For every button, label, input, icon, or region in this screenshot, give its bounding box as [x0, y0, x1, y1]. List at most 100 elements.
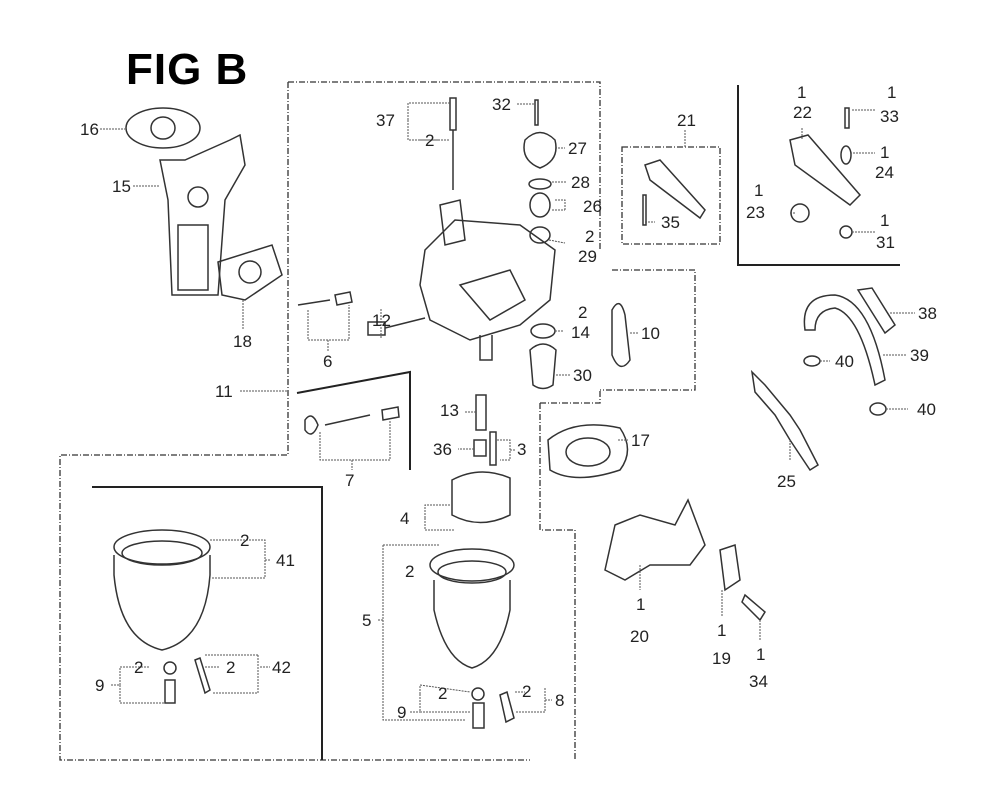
part-10-float-valve	[611, 302, 631, 368]
part-34-screw	[741, 593, 766, 622]
part-40-clip-a	[803, 355, 821, 367]
callout-34: 34	[749, 672, 768, 691]
group-frame-pilot	[296, 370, 411, 470]
callout-9-alt-qty: 2	[134, 658, 144, 677]
callout-8-qty: 2	[522, 682, 532, 701]
callout-35: 35	[661, 213, 680, 232]
callout-3: 3	[517, 440, 527, 459]
callout-33: 33	[880, 107, 899, 126]
callout-42: 42	[272, 658, 291, 677]
callout-38: 38	[918, 304, 937, 323]
callout-41: 41	[276, 551, 295, 570]
part-17-insulator-gasket	[547, 424, 629, 479]
callout-15: 15	[112, 177, 131, 196]
part-39-tube	[803, 294, 886, 387]
callout-28: 28	[571, 173, 590, 192]
part-6-screw-set	[297, 291, 353, 306]
callout-42-qty: 2	[226, 658, 236, 677]
part-24-washer	[840, 145, 852, 165]
part-11-carburetor-body	[419, 219, 556, 341]
callout-22-qty: 1	[797, 83, 807, 102]
part-5-float-bowl	[429, 548, 515, 582]
part-22-fuel-lever	[789, 134, 862, 206]
part-41-float-bowl	[113, 529, 211, 565]
part-19-clip	[719, 544, 741, 592]
part-3-needle	[489, 431, 497, 466]
figure-title: FIG B	[126, 45, 249, 94]
callout-40-lower: 40	[917, 400, 936, 419]
part-25-drain-tube	[750, 369, 819, 472]
callout-24-qty: 1	[880, 143, 890, 162]
callout-19: 19	[712, 649, 731, 668]
callout-5: 5	[362, 611, 372, 630]
callout-34-qty: 1	[756, 645, 766, 664]
callout-5-qty: 2	[405, 562, 415, 581]
callout-31: 31	[876, 233, 895, 252]
callout-19-qty: 1	[717, 621, 727, 640]
callout-20: 20	[630, 627, 649, 646]
part-8-drain-screw	[499, 690, 515, 724]
part-9-bolt-alt	[164, 679, 176, 704]
part-26-valve	[529, 192, 551, 218]
part-28-washer	[528, 178, 552, 190]
callout-16: 16	[80, 120, 99, 139]
part-32-screw	[534, 99, 539, 126]
callout-11: 11	[215, 382, 233, 401]
part-15-bracket	[159, 133, 246, 296]
callout-7: 7	[345, 471, 355, 490]
callout-41-qty: 2	[240, 531, 250, 550]
callout-6: 6	[323, 352, 333, 371]
callout-9: 9	[397, 703, 407, 722]
callout-9-alt: 9	[95, 676, 105, 695]
callout-27: 27	[568, 139, 587, 158]
callout-20-qty: 1	[636, 595, 646, 614]
part-16-gasket	[125, 107, 201, 149]
part-42-drain-screw	[194, 657, 211, 695]
callout-17: 17	[631, 431, 650, 450]
callout-14: 14	[571, 323, 590, 342]
callout-24: 24	[875, 163, 894, 182]
part-7-pilot-screw-set	[304, 406, 400, 435]
part-30-jet	[529, 343, 557, 390]
part-9-washer	[471, 687, 485, 701]
part-35-pin	[642, 194, 647, 226]
part-4-float	[451, 471, 511, 524]
callout-10: 10	[641, 324, 660, 343]
part-38-clip	[856, 287, 896, 335]
callout-23-qty: 1	[754, 181, 764, 200]
part-13-emulsion-tube	[475, 394, 487, 431]
callout-29-qty: 2	[585, 227, 595, 246]
part-40-clip-b	[869, 402, 887, 416]
part-33-screw	[844, 107, 850, 129]
callout-4: 4	[400, 509, 410, 528]
group-frame-main	[59, 81, 696, 761]
part-31-nut	[839, 225, 853, 239]
callout-30: 30	[573, 366, 592, 385]
callout-31-qty: 1	[880, 211, 890, 230]
callout-29: 29	[578, 247, 597, 266]
callout-14-qty: 2	[578, 303, 588, 322]
part-20-bracket	[604, 498, 706, 581]
callout-33-qty: 1	[887, 83, 897, 102]
callout-22: 22	[793, 103, 812, 122]
part-14-oring	[530, 323, 556, 339]
callout-18: 18	[233, 332, 252, 351]
callout-13: 13	[440, 401, 459, 420]
part-37-screw	[449, 97, 457, 190]
group-frame-bowl-alt	[92, 486, 323, 760]
part-36-jet	[473, 439, 487, 457]
part-12-screw	[367, 317, 426, 336]
part-18-gasket	[217, 244, 283, 301]
callout-26: 26	[583, 197, 602, 216]
group-frame-choke	[621, 146, 721, 245]
callout-12: 12	[372, 311, 391, 330]
callout-25: 25	[777, 472, 796, 491]
part-29-oring	[529, 226, 551, 244]
callout-39: 39	[910, 346, 929, 365]
part-27-cover	[523, 131, 557, 169]
callout-8: 8	[555, 691, 565, 710]
callout-37: 37	[376, 111, 395, 130]
callout-37-qty: 2	[425, 131, 435, 150]
